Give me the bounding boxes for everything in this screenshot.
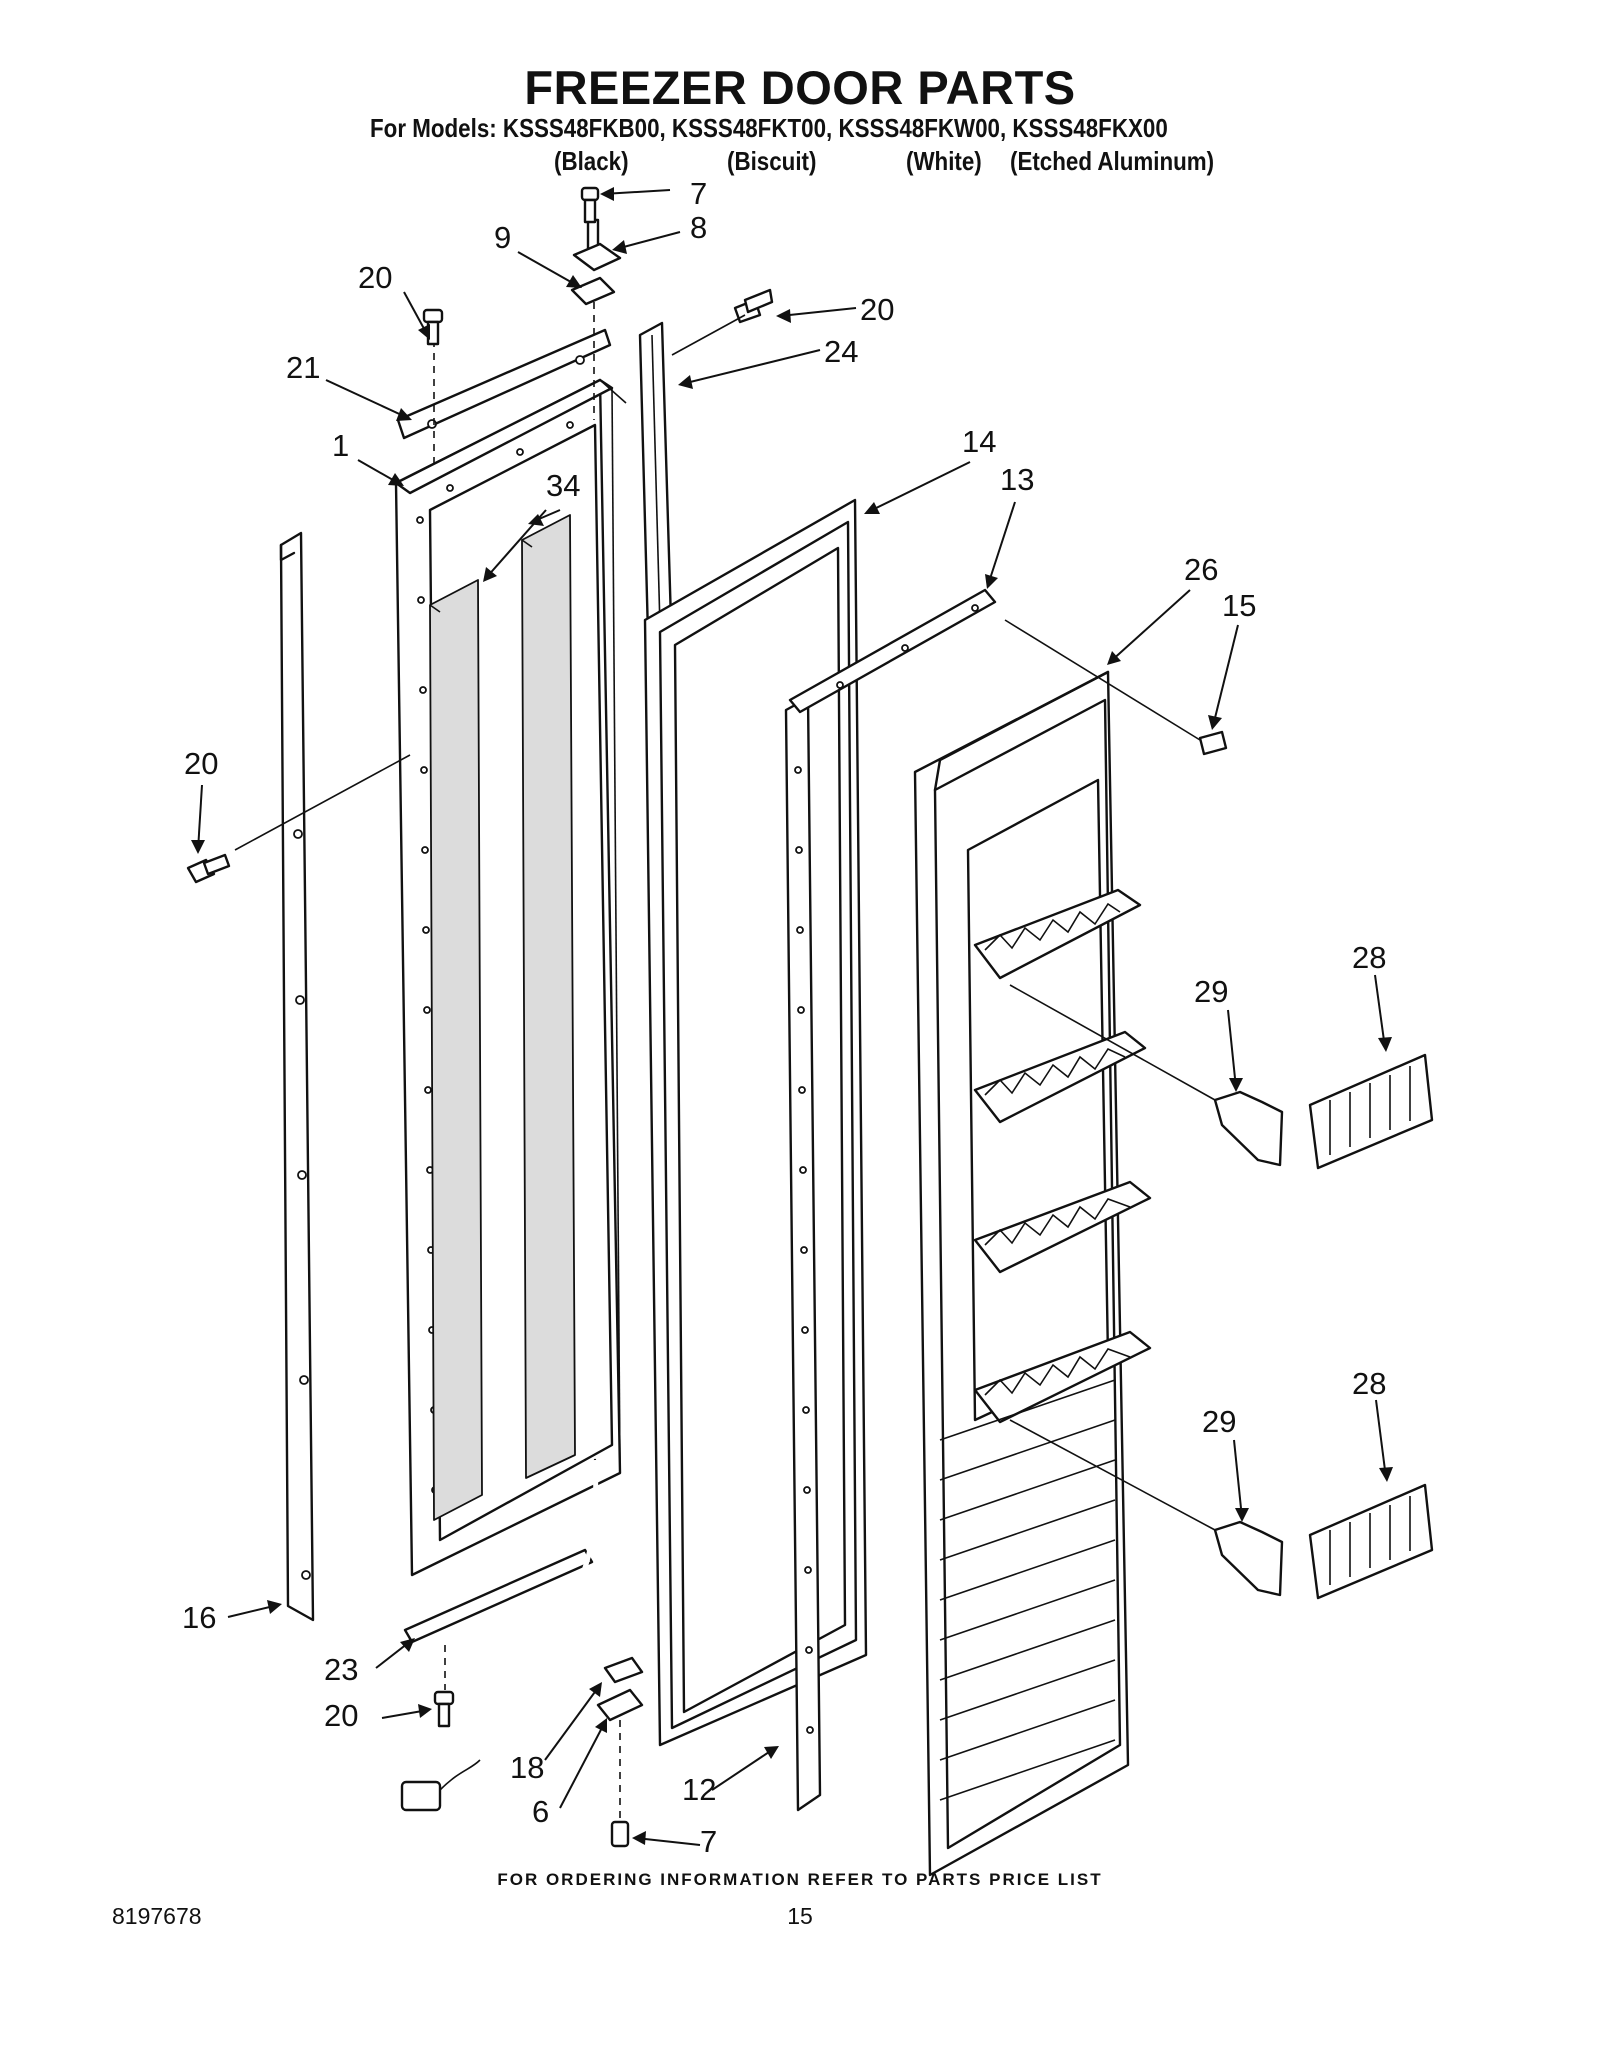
part-9-hinge-plate (570, 276, 616, 420)
callout-14: 14 (962, 424, 996, 459)
part-20-left-screw (186, 853, 231, 884)
part-29-lower-end-cap (1213, 1520, 1284, 1597)
callout-13: 13 (1000, 462, 1034, 497)
callout-28-upper: 28 (1352, 940, 1386, 975)
part-18-bottom-plate (603, 1656, 644, 1684)
callout-7-bottom: 7 (700, 1824, 717, 1859)
callout-15: 15 (1222, 588, 1256, 623)
callout-28-lower: 28 (1352, 1366, 1386, 1401)
callout-leaders (191, 187, 1393, 1846)
part-7-bottom-screw (610, 1820, 630, 1848)
callout-6: 6 (532, 1794, 549, 1829)
wire-harness (400, 1458, 599, 1812)
page-title: FREEZER DOOR PARTS (524, 61, 1076, 114)
callout-29-upper: 29 (1194, 974, 1228, 1009)
callout-26: 26 (1184, 552, 1218, 587)
part-26-shelf-1 (973, 888, 1142, 980)
part-20-bottom-screw (433, 1690, 455, 1728)
part-6-bottom-hinge (596, 1688, 644, 1820)
part-8-hinge-pin (572, 218, 622, 272)
part-26-shelf-4 (973, 1330, 1152, 1424)
document-number: 8197678 (112, 1903, 202, 1929)
part-26-shelf-3 (973, 1180, 1152, 1274)
part-28-upper-rail (1308, 1053, 1434, 1170)
part-7-top-screw (580, 186, 600, 224)
part-28-lower-rail (1308, 1483, 1434, 1600)
part-26-door-liner (913, 670, 1130, 1877)
callout-20-left: 20 (184, 746, 218, 781)
callout-24: 24 (824, 334, 858, 369)
part-1-door-frame (394, 378, 627, 1577)
callout-20-right: 20 (860, 292, 894, 327)
part-21-top-bracket (396, 328, 612, 470)
callout-23: 23 (324, 1652, 358, 1687)
ordering-note: FOR ORDERING INFORMATION REFER TO PARTS … (497, 1870, 1103, 1889)
callout-9: 9 (494, 220, 511, 255)
callout-7-top: 7 (690, 176, 707, 211)
part-26-lower-ribs (939, 1379, 1116, 1801)
part-15-screw (1198, 730, 1228, 756)
color-label-black: (Black) (554, 146, 629, 176)
part-29-upper-end-cap (1213, 1090, 1284, 1167)
part-23-bottom-bracket (403, 1548, 594, 1690)
part-26-shelf-2 (973, 1030, 1147, 1124)
callout-20-bottom: 20 (324, 1698, 358, 1733)
callout-21: 21 (286, 350, 320, 385)
callout-numbers: 7 8 9 20 21 1 34 20 24 14 13 26 15 20 16… (182, 176, 1386, 1859)
page-number: 15 (787, 1903, 813, 1929)
part-13-top-bar (788, 588, 997, 714)
callout-18: 18 (510, 1750, 544, 1785)
part-34-insulation-strips (429, 514, 576, 1521)
color-label-etched-aluminum: (Etched Aluminum) (1010, 146, 1215, 176)
callout-8: 8 (690, 210, 707, 245)
callout-29-lower: 29 (1202, 1404, 1236, 1439)
callout-34: 34 (546, 468, 580, 503)
callout-12: 12 (682, 1772, 716, 1807)
color-label-white: (White) (906, 146, 982, 176)
models-line: For Models: KSSS48FKB00, KSSS48FKT00, KS… (370, 113, 1168, 143)
callout-1: 1 (332, 428, 349, 463)
callout-20-top: 20 (358, 260, 392, 295)
callout-16: 16 (182, 1600, 216, 1635)
part-16-side-trim (279, 531, 315, 1622)
color-label-biscuit: (Biscuit) (727, 146, 817, 176)
